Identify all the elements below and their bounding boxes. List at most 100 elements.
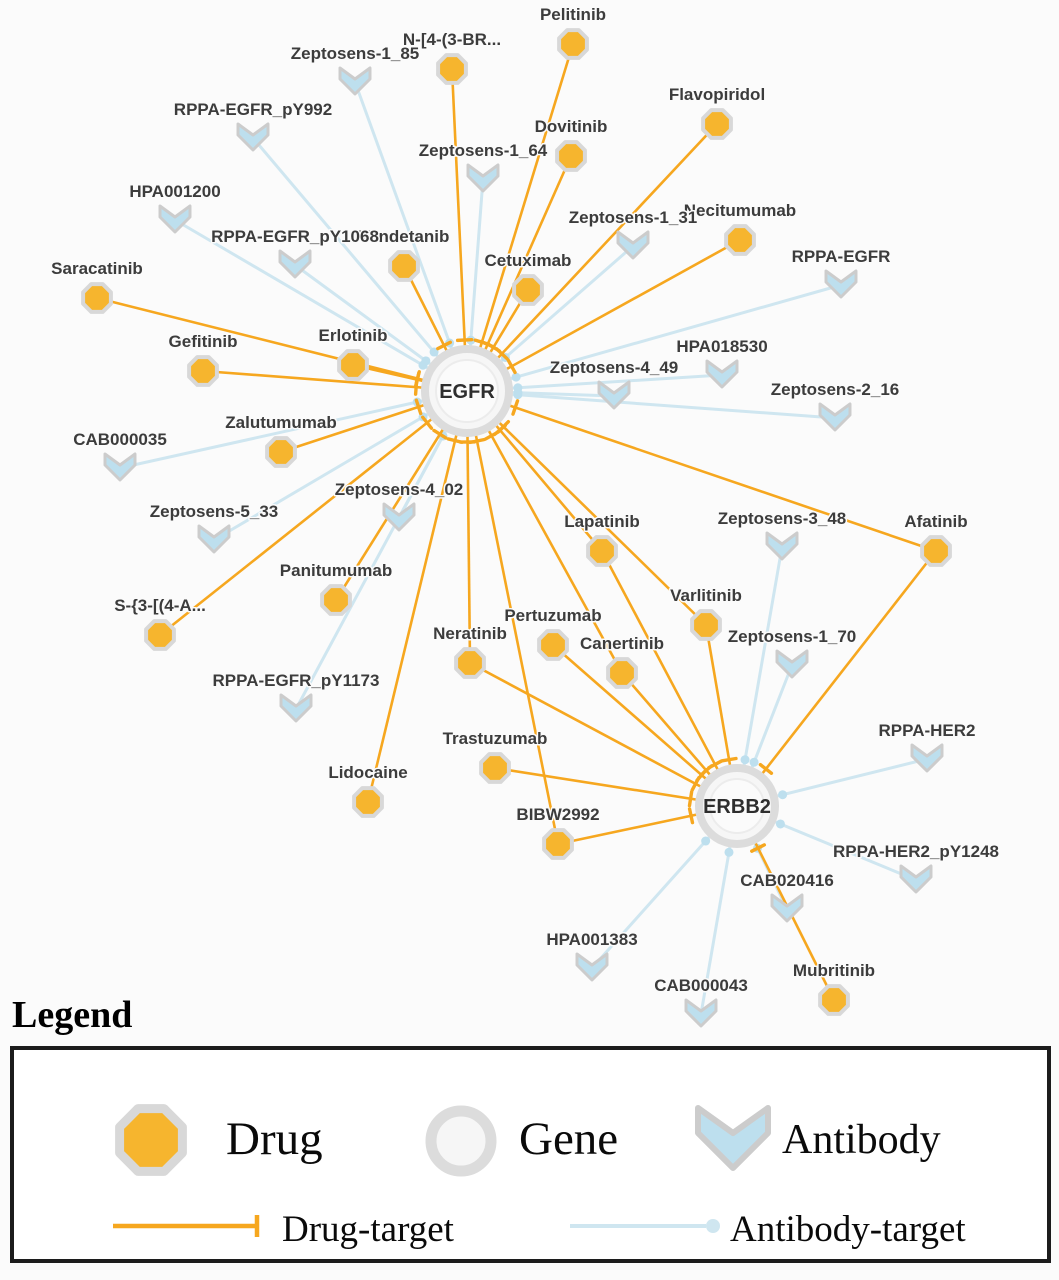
drug-label-cetuximab: Cetuximab — [485, 251, 572, 270]
drug-label-flavopiridol: Flavopiridol — [669, 85, 765, 104]
antibody-label-cab000043: CAB000043 — [654, 976, 748, 995]
antibody-label-rppa_egfr_py992: RPPA-EGFR_pY992 — [174, 100, 332, 119]
drug-node-canertinib[interactable] — [606, 657, 638, 689]
antibody-label-cab020416: CAB020416 — [740, 871, 834, 890]
drug-node-s3_4a[interactable] — [144, 619, 176, 651]
drug-node-gefitinib[interactable] — [187, 355, 219, 387]
antibody-node-zeptosens_1_70[interactable] — [775, 649, 809, 679]
antibody-target-dot — [740, 755, 750, 765]
antibody-node-zeptosens_4_49[interactable] — [597, 380, 631, 410]
drug-node-lapatinib[interactable] — [586, 535, 618, 567]
antibody-label-rppa_her2: RPPA-HER2 — [879, 721, 976, 740]
drug-target-tee — [432, 428, 448, 440]
antibody-target-dot — [724, 847, 734, 857]
drug-icon — [115, 1104, 187, 1176]
drug-node-neratinib[interactable] — [454, 647, 486, 679]
antibody-node-hpa001383[interactable] — [575, 952, 609, 982]
drug-label-necitumumab: Necitumumab — [684, 201, 796, 220]
legend-title: Legend — [12, 994, 133, 1036]
antibody-node-rppa_egfr[interactable] — [824, 269, 858, 299]
drug-label-pelitinib: Pelitinib — [540, 5, 606, 24]
antibody-node-cab000043[interactable] — [684, 998, 718, 1028]
drug-label-saracatinib: Saracatinib — [51, 259, 143, 278]
drug-node-afatinib[interactable] — [920, 535, 952, 567]
drug-target-tee — [506, 358, 517, 375]
drug-target-tee — [720, 756, 738, 763]
drug-target-tee — [758, 762, 774, 775]
drug-node-bibw2992[interactable] — [542, 828, 574, 860]
antibody-node-hpa018530[interactable] — [705, 359, 739, 389]
drug-label-varlitinib: Varlitinib — [670, 586, 742, 605]
edge-drug-target — [735, 550, 938, 807]
drug-node-pertuzumab[interactable] — [537, 629, 569, 661]
antibody-node-cab020416[interactable] — [770, 893, 804, 923]
drug-label-lidocaine: Lidocaine — [328, 763, 407, 782]
antibody-node-cab000035[interactable] — [103, 452, 137, 482]
edge-antibody-target — [119, 389, 468, 470]
drug-label-neratinib: Neratinib — [433, 624, 507, 643]
drug-target-tee — [511, 399, 520, 416]
antibody-target-dot — [511, 372, 521, 382]
edge-antibody-target — [174, 218, 468, 393]
antibody-node-rppa_egfr_py1173[interactable] — [279, 693, 313, 723]
drug-node-dovitinib[interactable] — [555, 140, 587, 172]
drug-node-n4_3br[interactable] — [436, 53, 468, 85]
legend-gene-label: Gene — [519, 1113, 619, 1165]
antibody-label-zeptosens_4_02: Zeptosens-4_02 — [335, 480, 464, 499]
drug-node-necitumumab[interactable] — [724, 224, 756, 256]
antibody-label-rppa_egfr_py1068: RPPA-EGFR_pY1068 — [211, 227, 379, 246]
antibody-node-zeptosens_1_31[interactable] — [616, 230, 650, 260]
drug-node-zalutumumab[interactable] — [265, 436, 297, 468]
drug-node-flavopiridol[interactable] — [701, 108, 733, 140]
drug-node-mubritinib[interactable] — [818, 984, 850, 1016]
drug-node-varlitinib[interactable] — [690, 609, 722, 641]
edge-antibody-target — [294, 390, 469, 710]
drug-label-panitumumab: Panitumumab — [280, 561, 392, 580]
drug-node-pelitinib[interactable] — [557, 28, 589, 60]
antibody-label-zeptosens_2_16: Zeptosens-2_16 — [771, 380, 900, 399]
drug-node-trastuzumab[interactable] — [479, 752, 511, 784]
antibody-target-dot — [749, 757, 759, 767]
node-layer — [81, 28, 952, 1028]
antibody-node-zeptosens_4_02[interactable] — [382, 502, 416, 532]
edge-drug-target — [466, 390, 707, 626]
edge-drug-target — [465, 390, 624, 674]
antibody-node-rppa_egfr_py992[interactable] — [236, 122, 270, 152]
gene-node-inner-EGFR — [435, 359, 499, 423]
drug-node-saracatinib[interactable] — [81, 282, 113, 314]
edge-drug-target — [466, 389, 937, 553]
antibody-node-rppa_her2_py1248[interactable] — [899, 864, 933, 894]
antibody-node-rppa_her2[interactable] — [910, 743, 944, 773]
drug-label-n4_3br: N-[4-(3-BR... — [403, 30, 501, 49]
drug-icon-shape — [115, 1104, 187, 1176]
antibody-node-rppa_egfr_py1068[interactable] — [278, 249, 312, 279]
edge-drug-target — [466, 123, 718, 392]
drug-target-tee — [687, 807, 695, 825]
drug-node-cetuximab[interactable] — [512, 274, 544, 306]
drug-target-tee — [750, 843, 766, 853]
drug-target-tee — [468, 437, 486, 445]
antibody-target-dot — [775, 819, 785, 829]
antibody-node-zeptosens_5_33[interactable] — [197, 524, 231, 554]
drug-target-tee — [446, 437, 464, 444]
drug-node-panitumumab[interactable] — [320, 584, 352, 616]
edge-drug-target — [96, 296, 468, 393]
antibody-label-rppa_her2_py1248: RPPA-HER2_pY1248 — [833, 842, 999, 861]
drug-target-tee — [414, 398, 423, 416]
drug-label-dovitinib: Dovitinib — [535, 117, 608, 136]
antibody-label-rppa_egfr_py1173: RPPA-EGFR_pY1173 — [213, 671, 380, 690]
drug-node-vandetanib[interactable] — [388, 250, 420, 282]
antibody-target-dot — [778, 790, 788, 800]
antibody-node-zeptosens_2_16[interactable] — [818, 402, 852, 432]
antibody-label-zeptosens_1_31: Zeptosens-1_31 — [569, 208, 698, 227]
antibody-target-dot — [701, 836, 711, 846]
antibody-node-zeptosens_3_48[interactable] — [765, 531, 799, 561]
edge-drug-target — [465, 390, 560, 845]
antibody-node-zeptosens_1_64[interactable] — [466, 163, 500, 193]
drug-node-lidocaine[interactable] — [352, 786, 384, 818]
antibody-label-zeptosens_1_85: Zeptosens-1_85 — [291, 44, 420, 63]
drug-node-erlotinib[interactable] — [337, 349, 369, 381]
antibody-node-zeptosens_1_85[interactable] — [338, 66, 372, 96]
antibody-node-hpa001200[interactable] — [158, 204, 192, 234]
